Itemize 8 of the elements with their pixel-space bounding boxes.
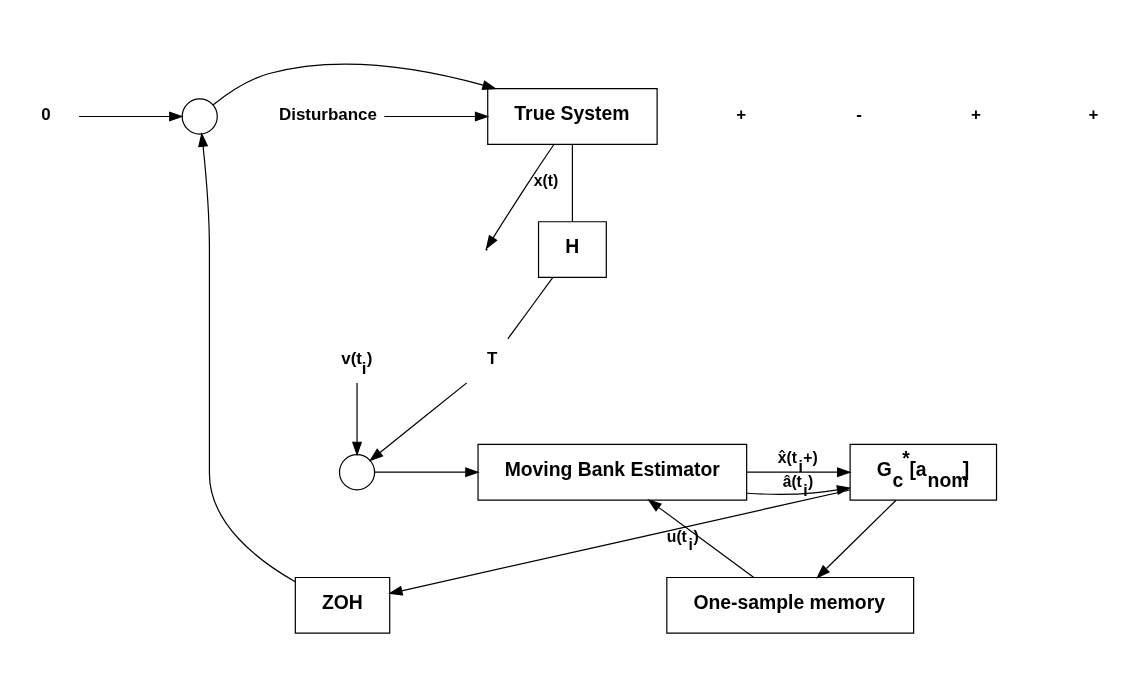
label: + [1088,104,1099,124]
label: + [971,104,982,124]
label: - [856,104,862,124]
edge-label: x(t) [533,171,559,189]
node-text: 0 [41,104,51,124]
node-text: Disturbance [278,104,377,124]
label: + [736,104,747,124]
node-text: T [487,348,498,368]
